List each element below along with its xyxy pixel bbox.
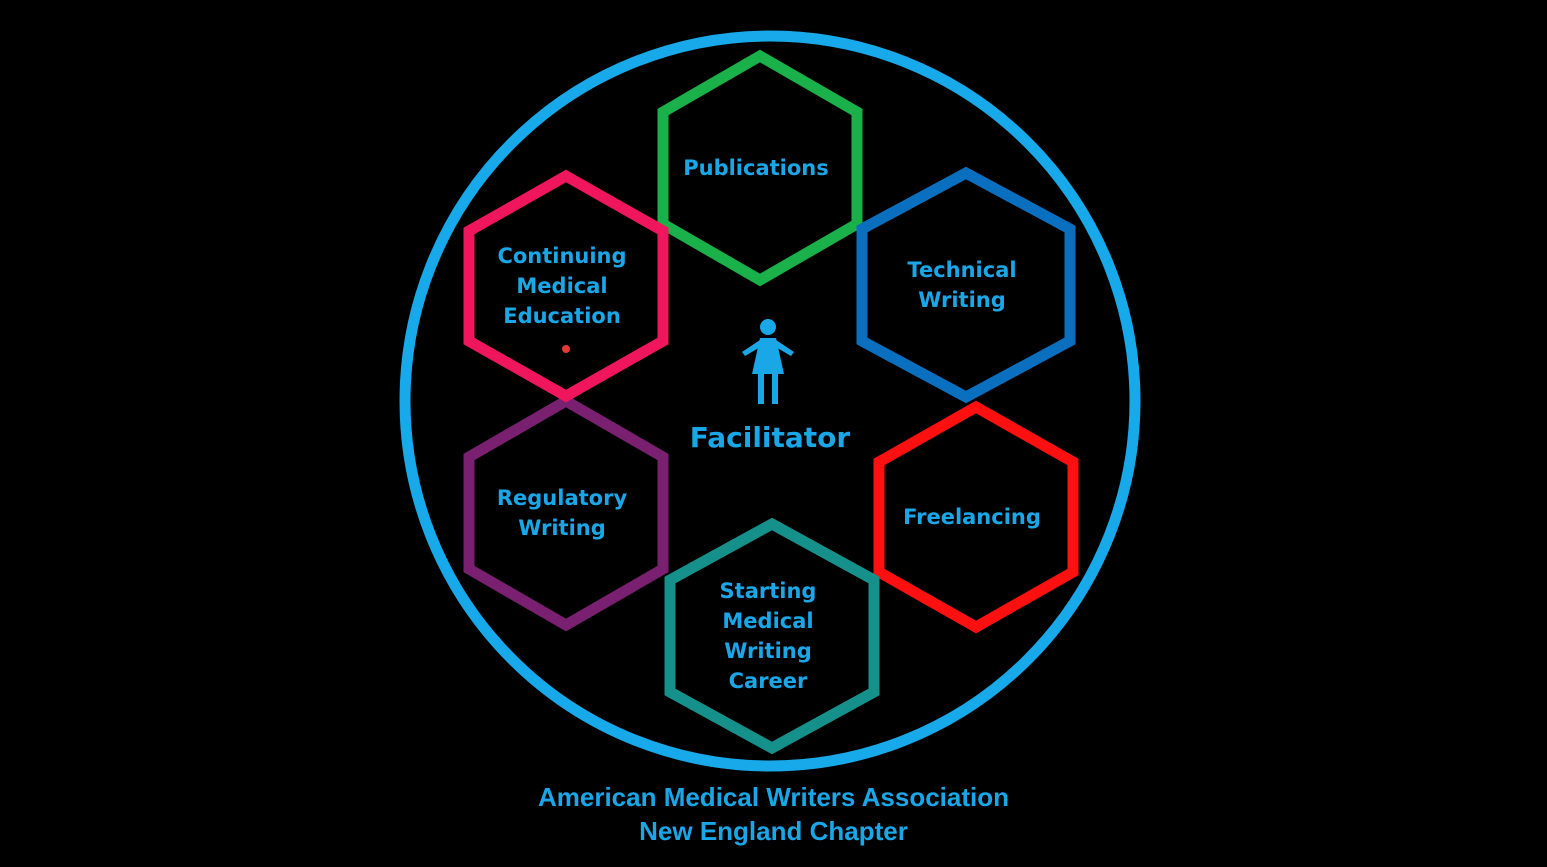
hexagon-layer: PublicationsTechnicalWritingFreelancingS… xyxy=(463,49,1079,755)
hexagon-label: Freelancing xyxy=(903,505,1041,529)
hexagon-outline xyxy=(463,394,669,632)
hexagon-label: Starting xyxy=(720,579,817,603)
hexagon-outline xyxy=(856,166,1076,404)
outer-ring xyxy=(399,30,1141,772)
marker-dot xyxy=(562,345,570,353)
hexagon-outline xyxy=(463,169,669,403)
hexagon-label: Continuing xyxy=(497,244,626,268)
hexagon-label: Publications xyxy=(683,156,829,180)
hexagon-freelancing: Freelancing xyxy=(873,400,1079,634)
hexagon-label: Career xyxy=(729,669,808,693)
hexagon-label: Medical xyxy=(516,274,607,298)
hexagon-label: Writing xyxy=(918,288,1006,312)
footer-org-name: American Medical Writers Association xyxy=(537,782,1010,812)
hexagon-label: Regulatory xyxy=(497,486,628,510)
hexagon-outline xyxy=(664,517,880,755)
footer-chapter-name: New England Chapter xyxy=(639,816,908,846)
person-woman-icon xyxy=(742,319,794,404)
hexagon-publications: Publications xyxy=(657,49,863,287)
hexagon-label: Writing xyxy=(518,516,606,540)
hexagon-outline xyxy=(873,400,1079,634)
hexagon-label: Writing xyxy=(724,639,812,663)
hexagon-outline xyxy=(657,49,863,287)
hexagon-label: Medical xyxy=(722,609,813,633)
hexagon-label: Education xyxy=(503,304,621,328)
facilitator-label: Facilitator xyxy=(690,421,851,454)
hexagon-label: Technical xyxy=(907,258,1016,282)
